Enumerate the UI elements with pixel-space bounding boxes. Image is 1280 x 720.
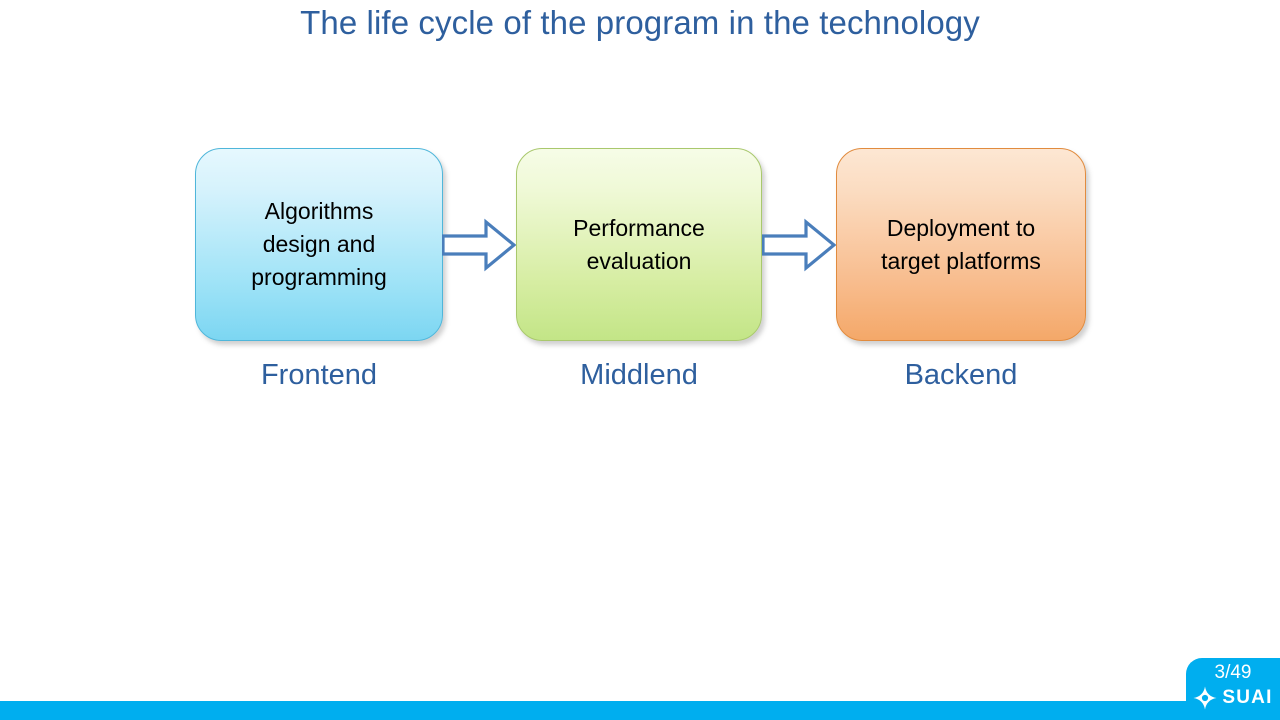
process-flow-diagram: Algorithms design and programming Perfor…	[195, 148, 1086, 391]
slide-title: The life cycle of the program in the tec…	[300, 4, 980, 41]
brand-lockup: SUAI	[1186, 684, 1280, 712]
brand-name: SUAI	[1222, 687, 1273, 708]
stage-caption-backend: Backend	[904, 359, 1018, 391]
page-number: 3/49	[1214, 662, 1252, 683]
stage-box-frontend-label: Algorithms design and programming	[251, 198, 387, 290]
stage-box-frontend[interactable]: Algorithms design and programming	[195, 148, 443, 341]
stage-box-backend[interactable]: Deployment to target platforms	[836, 148, 1086, 341]
footer-brand-tab: 3/49 SUAI	[1186, 658, 1280, 720]
arrow-middlend-to-backend-icon	[761, 218, 837, 272]
stage-box-middlend-label: Performance evaluation	[573, 214, 705, 274]
stage-caption-middlend: Middlend	[580, 359, 698, 391]
stage-box-backend-label: Deployment to target platforms	[881, 214, 1041, 274]
footer-bar	[0, 701, 1280, 720]
arrow-frontend-to-middlend-icon	[441, 218, 517, 272]
stage-box-middlend[interactable]: Performance evaluation	[516, 148, 762, 341]
stage-caption-frontend: Frontend	[260, 359, 378, 391]
suai-star-logo-icon	[1193, 686, 1217, 710]
